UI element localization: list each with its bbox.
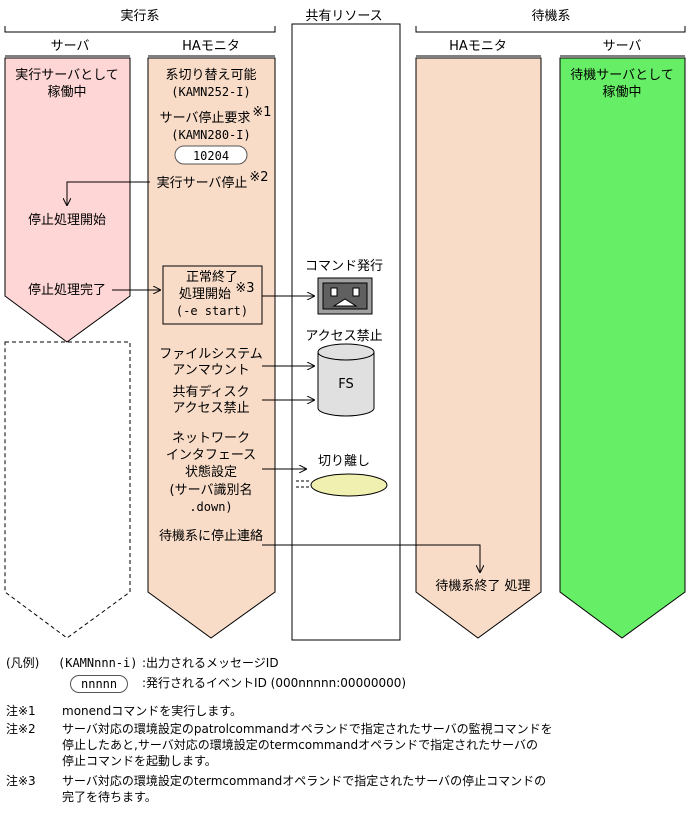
- normal-end-3: (-e start): [176, 304, 248, 318]
- net-2: インタフェース: [166, 448, 256, 463]
- header-shared: 共有リソース: [305, 9, 382, 24]
- disk-block-2: アクセス禁止: [172, 401, 249, 416]
- legend-msg-desc: :出力されるメッセージID: [142, 656, 279, 670]
- standby-server-lane: [559, 57, 686, 639]
- subheader-active-ha: HAモニタ: [182, 39, 240, 54]
- subheader-standby-ha: HAモニタ: [449, 39, 507, 54]
- failover-diagram: 実行系 共有リソース 待機系 サーバ HAモニタ HAモニタ サーバ 実行サーバ…: [4, 8, 686, 641]
- detach-label: 切り離し: [318, 454, 370, 469]
- header-standby: 待機系: [531, 9, 570, 24]
- note-2-label: 注※2: [6, 722, 36, 736]
- note-3-line-1: サーバ対応の環境設定のtermcommandオペランドで指定されたサーバの停止コ…: [62, 774, 547, 788]
- net-5: .down): [189, 500, 232, 514]
- msg-kamn280: (KAMN280-I): [171, 128, 250, 142]
- legend-event-desc: :発行されるイベントID (000nnnnn:00000000): [142, 676, 407, 690]
- header-active: 実行系: [120, 8, 159, 24]
- note-3-label: 注※3: [6, 774, 36, 788]
- fs-unmount-2: アンマウント: [172, 363, 249, 378]
- note-1-line-1: monendコマンドを実行します。: [62, 704, 243, 718]
- net-1: ネットワーク: [172, 431, 250, 446]
- active-server-status-1: 実行サーバとして: [15, 67, 118, 83]
- fs-unmount-1: ファイルシステム: [159, 347, 263, 362]
- normal-end-box: [162, 265, 263, 325]
- note-2-line-3: 停止コマンドを起動します。: [62, 754, 217, 768]
- switchable-label: 系切り替え可能: [165, 68, 256, 83]
- stop-request-note-ref: ※1: [252, 105, 271, 120]
- standby-server-status-2: 稼働中: [602, 85, 641, 100]
- net-3: 状態設定: [185, 464, 237, 480]
- disk-block-1: 共有ディスク: [172, 384, 249, 400]
- stop-request-label: サーバ停止要求: [160, 110, 251, 126]
- header-active-bracket: [4, 26, 276, 33]
- subheader-active-server: サーバ: [51, 39, 90, 54]
- active-server-status-2: 稼働中: [47, 85, 86, 100]
- standby-ha-lane: [415, 57, 542, 639]
- note-2-line-1: サーバ対応の環境設定のpatrolcommandオペランドで指定されたサーバの監…: [62, 722, 553, 736]
- normal-end-1: 正常終了: [186, 269, 238, 285]
- note-3-line-2: 完了を待ちます。: [62, 790, 157, 804]
- legend-event-oval: nnnnn: [70, 675, 129, 693]
- active-ha-lane: [147, 57, 276, 639]
- standby-end-process: 待機系終了 処理: [435, 578, 530, 594]
- legend-event-format: nnnnn: [70, 675, 129, 693]
- stop-start-label: 停止処理開始: [28, 212, 106, 228]
- net-4: (サーバ識別名: [170, 482, 253, 498]
- msg-kamn252: (KAMN252-I): [171, 85, 250, 99]
- event-id-oval: [174, 145, 248, 165]
- stop-done-label: 停止処理完了: [28, 282, 106, 298]
- legend-title: (凡例): [6, 656, 40, 670]
- subheader-standby-server: サーバ: [603, 39, 642, 54]
- arrow-notify: [262, 544, 480, 572]
- access-block-label: アクセス禁止: [305, 329, 382, 344]
- normal-end-2: 処理開始: [179, 287, 231, 302]
- exec-stop-note-ref: ※2: [249, 170, 268, 185]
- header-standby-bracket: [415, 26, 686, 33]
- note-2-line-2: 停止したあと,サーバ対応の環境設定のtermcommandオペランドで指定された…: [62, 738, 538, 752]
- notify-label: 待機系に停止連絡: [159, 528, 263, 544]
- command-label: コマンド発行: [305, 259, 383, 274]
- active-server-stopped-lane: [4, 341, 131, 639]
- fs-label: FS: [338, 377, 354, 392]
- normal-end-note-ref: ※3: [235, 281, 254, 296]
- network-interface-oval: [310, 473, 388, 497]
- note-1-label: 注※1: [6, 704, 36, 718]
- standby-server-status-1: 待機サーバとして: [570, 68, 673, 83]
- disk-icon: [317, 343, 375, 417]
- terminal-icon: [317, 277, 373, 315]
- shared-resource-lane: [291, 23, 401, 641]
- event-id-value: 10204: [193, 149, 229, 163]
- arrow-exec-stop: [67, 181, 150, 205]
- legend-msg-format: (KAMNnnn-i): [58, 656, 138, 670]
- exec-stop-label: 実行サーバ停止: [157, 175, 248, 191]
